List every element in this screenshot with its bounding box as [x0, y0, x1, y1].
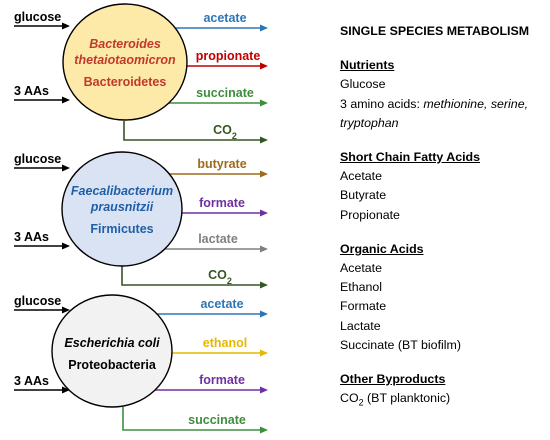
organism-ellipse — [62, 3, 188, 121]
arrowhead — [260, 136, 268, 144]
arrowhead — [260, 310, 268, 318]
species-name: prausnitzii — [90, 200, 154, 214]
arrowhead — [62, 306, 70, 314]
input-label: 3 AAs — [14, 84, 49, 98]
list-item: 3 amino acids: methionine, serine, — [340, 95, 545, 114]
species-name: Bacteroides — [89, 37, 161, 51]
species-name: Escherichia coli — [64, 336, 160, 350]
list-item: Acetate — [340, 261, 383, 276]
section-heading: Short Chain Fatty Acids — [340, 150, 480, 165]
output-label: CO2 — [213, 123, 237, 141]
list-item: Glucose — [340, 77, 386, 92]
other-byproducts-section: Other Byproducts CO2 (BT planktonic) — [340, 370, 545, 413]
list-item: CO2 (BT planktonic) — [340, 391, 451, 408]
species-name: thetaiotaomicron — [74, 53, 176, 67]
list-item: Propionate — [340, 207, 400, 222]
arrowhead — [62, 22, 70, 30]
input-label: glucose — [14, 294, 61, 308]
scfa-section: Short Chain Fatty Acids Acetate Butyrate… — [340, 148, 545, 225]
input-label: 3 AAs — [14, 230, 49, 244]
nutrients-section: Nutrients Glucose 3 amino acids: methion… — [340, 56, 545, 133]
section-heading: Other Byproducts — [340, 372, 446, 387]
arrowhead — [260, 281, 268, 289]
organism-ellipse — [61, 151, 183, 267]
arrowhead — [62, 242, 70, 250]
output-arrow — [122, 407, 262, 431]
output-label: lactate — [198, 232, 238, 246]
arrowhead — [260, 99, 268, 107]
species-name: Faecalibacterium — [71, 184, 173, 198]
arrowhead — [62, 386, 70, 394]
section-heading: Nutrients — [340, 58, 395, 73]
list-item: Ethanol — [340, 280, 383, 295]
arrowhead — [260, 245, 268, 253]
input-label: 3 AAs — [14, 374, 49, 388]
input-label: glucose — [14, 152, 61, 166]
arrowhead — [62, 164, 70, 172]
output-label: acetate — [200, 297, 243, 311]
list-item: Formate — [340, 299, 387, 314]
output-label: propionate — [196, 49, 261, 63]
list-item: Lactate — [340, 318, 381, 333]
arrowhead — [260, 62, 268, 70]
phylum-name: Firmicutes — [90, 222, 153, 236]
list-item: Acetate — [340, 169, 383, 184]
arrowhead — [260, 170, 268, 178]
output-label: CO2 — [208, 268, 232, 286]
output-label: ethanol — [203, 336, 247, 350]
arrowhead — [260, 24, 268, 32]
arrowhead — [260, 209, 268, 217]
output-label: formate — [199, 196, 245, 210]
phylum-name: Proteobacteria — [68, 358, 157, 372]
output-label: acetate — [203, 11, 246, 25]
list-item: Succinate (BT biofilm) — [340, 337, 461, 352]
output-label: succinate — [196, 86, 254, 100]
arrowhead — [260, 349, 268, 357]
list-item: Butyrate — [340, 188, 387, 203]
aa-list: tryptophan — [340, 115, 399, 130]
organism-ellipse — [51, 294, 173, 408]
input-label: glucose — [14, 10, 61, 24]
organic-acids-section: Organic Acids Acetate Ethanol Formate La… — [340, 240, 545, 355]
section-heading: Organic Acids — [340, 241, 424, 256]
output-arrow — [121, 266, 262, 286]
panel-title: SINGLE SPECIES METABOLISM — [340, 24, 530, 38]
output-arrow — [123, 121, 262, 141]
arrowhead — [260, 426, 268, 434]
arrowhead — [260, 386, 268, 394]
output-label: butyrate — [197, 157, 246, 171]
metabolism-summary-panel: SINGLE SPECIES METABOLISM Nutrients Gluc… — [340, 22, 545, 428]
output-label: succinate — [188, 413, 246, 427]
list-item: tryptophan — [340, 114, 545, 133]
output-label: formate — [199, 373, 245, 387]
aa-list: methionine, serine, — [423, 96, 529, 111]
phylum-name: Bacteroidetes — [84, 75, 167, 89]
arrowhead — [62, 96, 70, 104]
aa-prefix: 3 amino acids: — [340, 96, 424, 111]
